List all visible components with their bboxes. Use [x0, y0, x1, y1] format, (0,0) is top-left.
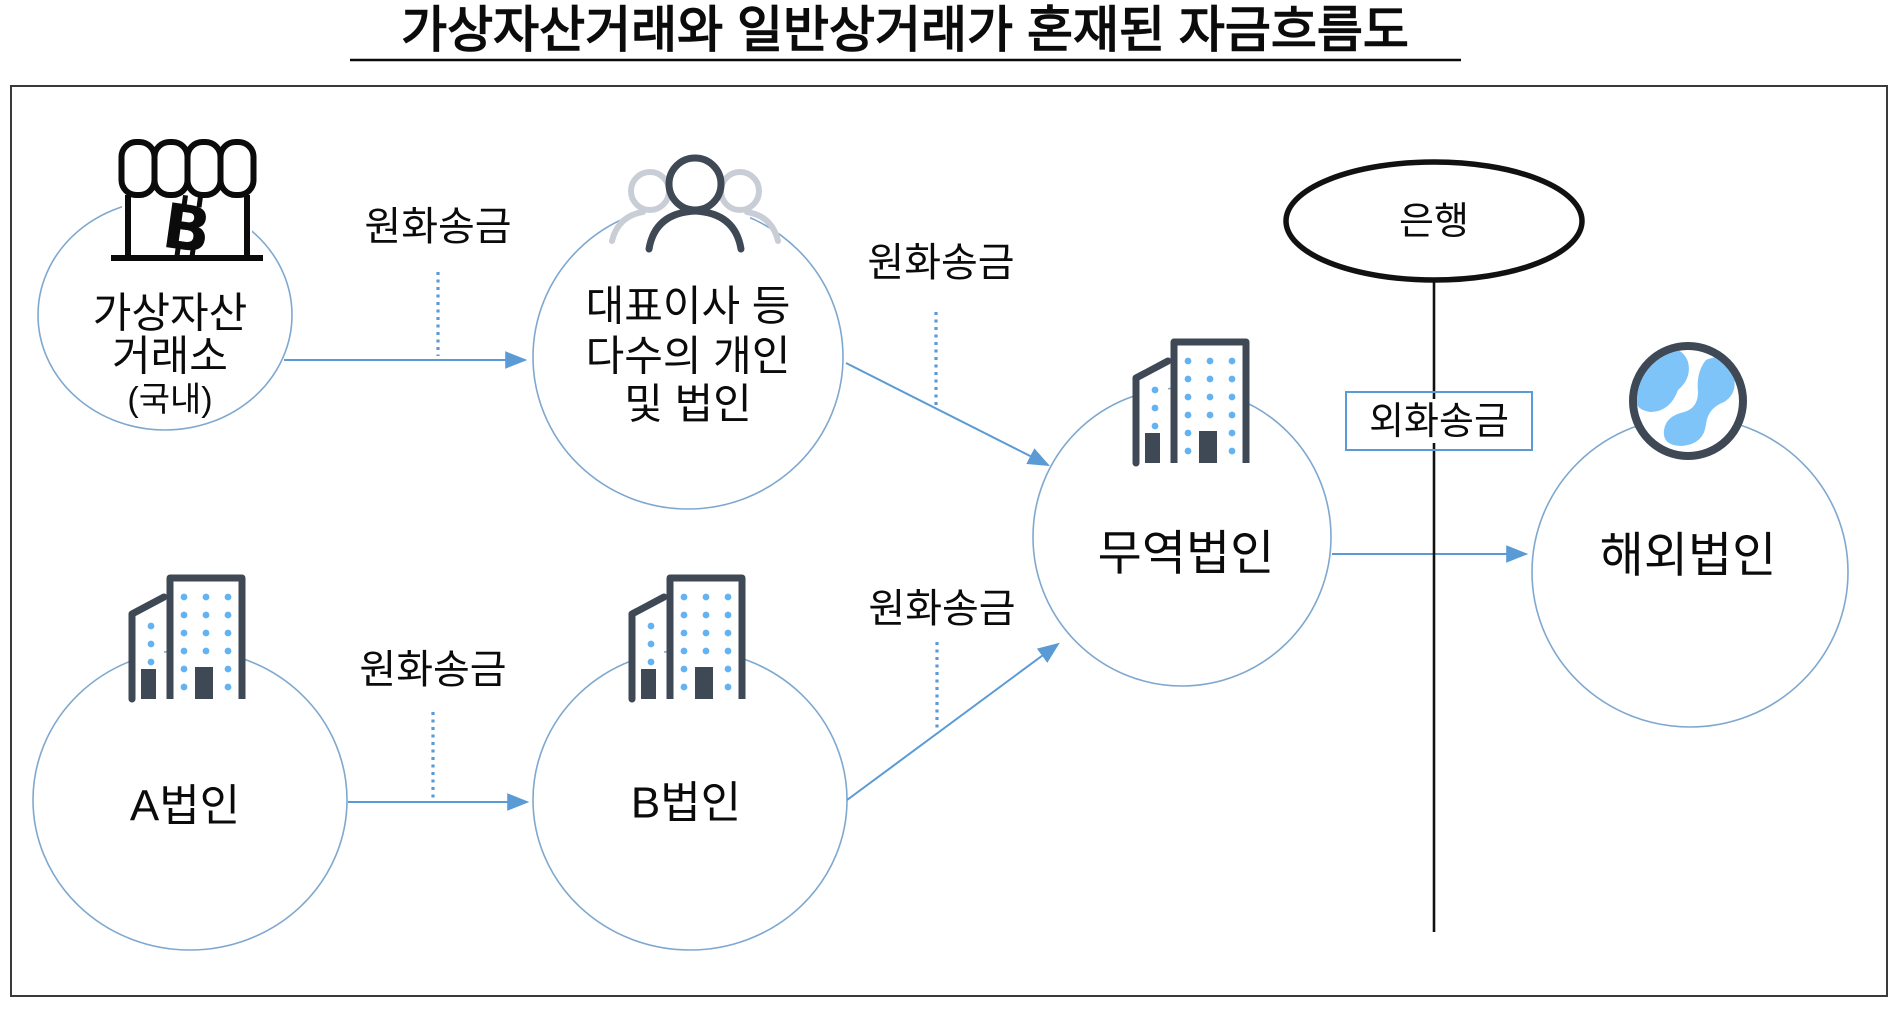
awning-scallop [184, 139, 224, 198]
bank-ellipse [1283, 159, 1585, 283]
node-b-label: B법인 [631, 779, 741, 828]
label-krw-3: 원화송금 [359, 648, 506, 692]
node-ceo-label-line1: 대표이사 등 [586, 283, 791, 330]
bitcoin-storefront-icon: B [111, 139, 263, 268]
node-exchange-label-line2: 거래소 [112, 333, 228, 380]
fx-label-backplate [1361, 399, 1517, 443]
label-krw-1: 원화송금 [364, 205, 511, 249]
fx-label-box [1345, 391, 1533, 451]
buildings-icon [632, 578, 742, 699]
people-icon [609, 152, 781, 264]
awning-scallop [118, 139, 158, 198]
bitcoin-symbol: B [158, 189, 215, 268]
node-ceo-label-line3: 및 법인 [624, 381, 752, 428]
awning-scallop [217, 139, 257, 198]
diagram-border [10, 85, 1888, 997]
label-krw-4: 원화송금 [868, 587, 1015, 631]
arrow-b-to-trade [846, 642, 1060, 801]
node-overseas-label: 해외법인 [1600, 530, 1777, 583]
awning-scallop [151, 139, 191, 198]
node-exchange-label-line3: (국내) [127, 381, 212, 419]
page-title: 가상자산거래와 일반상거래가 혼재된 자금흐름도 [401, 2, 1409, 58]
label-krw-2: 원화송금 [867, 241, 1014, 285]
buildings-icon [132, 578, 242, 699]
arrow-ceo-to-trade [845, 362, 1050, 466]
node-ceo-label-line2: 다수의 개인 [586, 333, 791, 380]
bank-label: 은행 [1399, 201, 1469, 243]
node-a-label: A법인 [130, 782, 240, 831]
fx-label: 외화송금 [1369, 401, 1509, 443]
node-exchange-label-line1: 가상자산 [93, 290, 248, 337]
globe-icon [1629, 342, 1747, 460]
buildings-icon [1136, 342, 1246, 463]
node-trade-label: 무역법인 [1098, 528, 1275, 581]
